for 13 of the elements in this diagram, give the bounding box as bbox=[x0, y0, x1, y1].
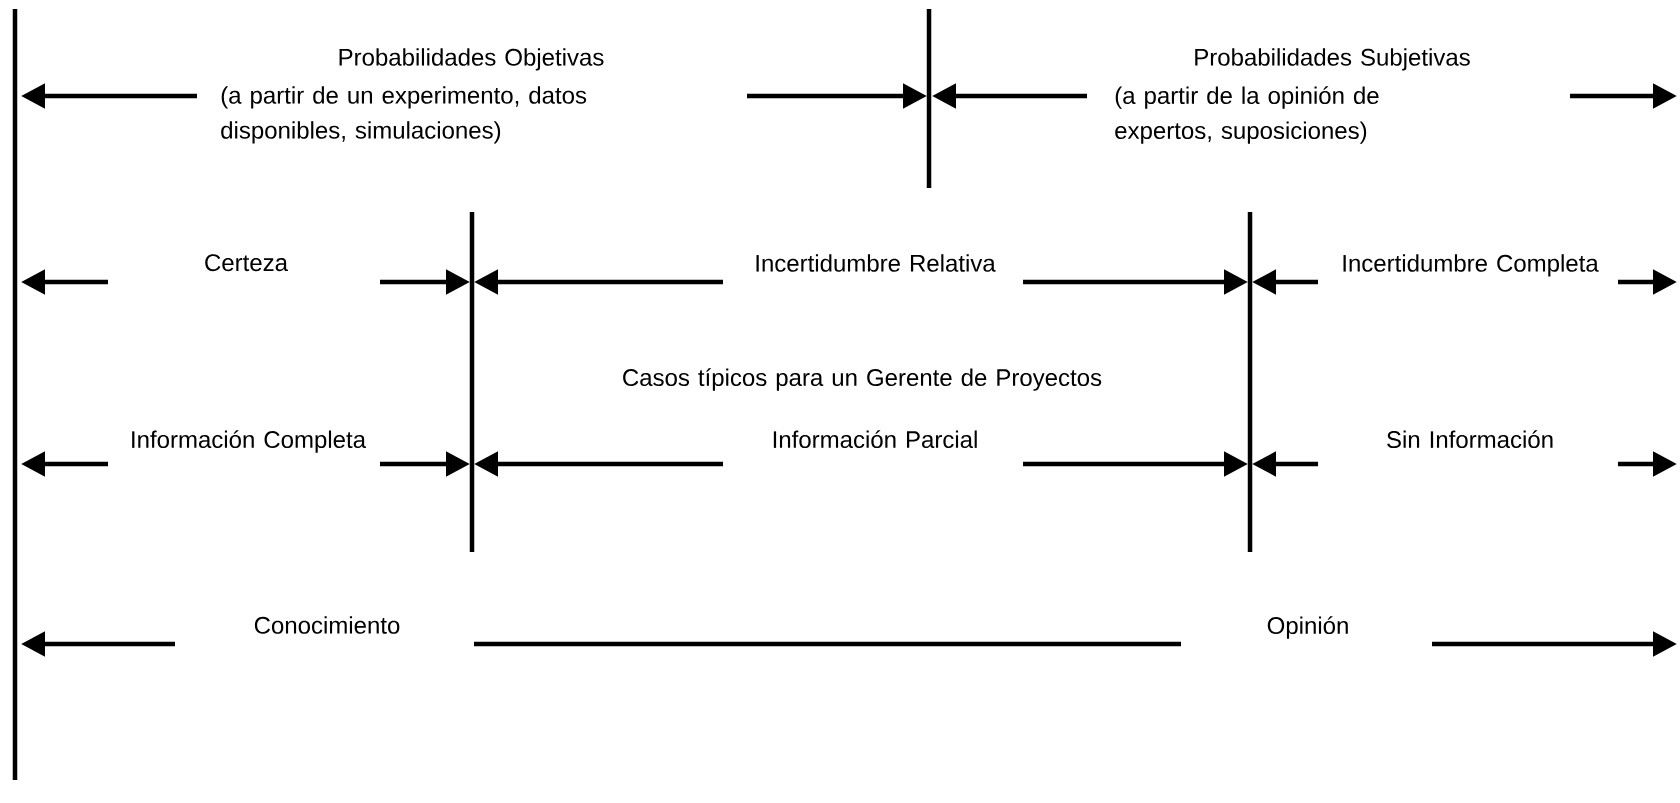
label-text: Probabilidades Objetivas bbox=[339, 48, 604, 71]
label-text: Sin Información bbox=[1387, 430, 1553, 449]
label-text: (a partir de la opinión de expertos, suposiciones) bbox=[1115, 86, 1379, 144]
label-text: Certeza bbox=[205, 254, 288, 272]
label-text: (a partir de un experimento, datos disponibles, simulaciones) bbox=[221, 86, 587, 144]
label-text: Conocimiento bbox=[254, 616, 400, 634]
label-text: Incertidumbre Relativa bbox=[756, 254, 996, 272]
label-text: Probabilidades Subjetivas bbox=[1195, 48, 1470, 71]
label-text: Incertidumbre Completa bbox=[1343, 254, 1599, 277]
label-text: Información Parcial bbox=[773, 430, 977, 449]
label-text: Información Completa bbox=[132, 430, 366, 453]
label-text: Casos típicos para un Gerente de Proyectos bbox=[623, 368, 1102, 391]
label-text: Opinión bbox=[1267, 616, 1348, 639]
